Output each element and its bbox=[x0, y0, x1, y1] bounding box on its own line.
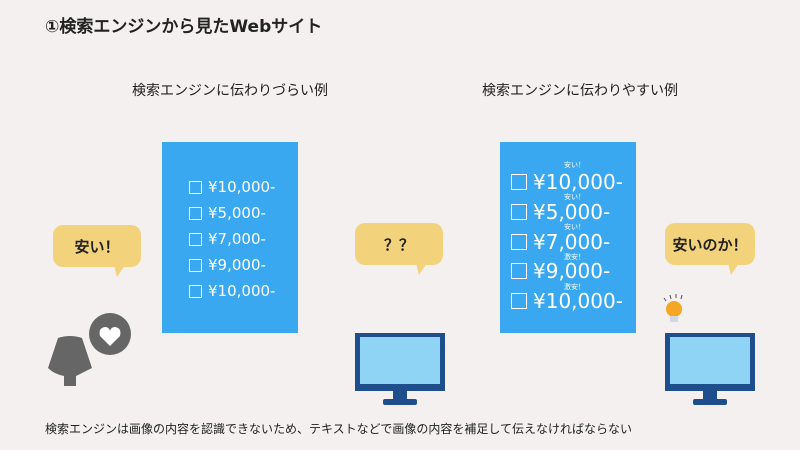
price-label: ¥10,000- bbox=[208, 282, 276, 300]
price-item: ¥7,000- bbox=[511, 230, 610, 254]
price-label: ¥10,000- bbox=[208, 178, 276, 196]
checkbox-icon bbox=[511, 204, 527, 220]
price-label: ¥5,000- bbox=[533, 200, 611, 224]
price-item: ¥10,000- bbox=[511, 170, 623, 194]
lightbulb-icon bbox=[663, 294, 683, 322]
checkbox-icon bbox=[189, 180, 202, 194]
engine-understood-bubble: 安いのか！ bbox=[665, 223, 755, 275]
price-item: ¥10,000- bbox=[189, 178, 275, 196]
price-label: ¥7,000- bbox=[533, 230, 611, 254]
checkbox-icon bbox=[511, 293, 527, 309]
computer-monitor-icon bbox=[665, 333, 755, 405]
checkbox-icon bbox=[189, 206, 202, 220]
alt-tag: 安い！ bbox=[564, 223, 585, 231]
checkbox-icon bbox=[189, 258, 202, 272]
price-item: ¥5,000- bbox=[511, 200, 610, 224]
price-label: ¥9,000- bbox=[208, 256, 266, 274]
price-item: ¥10,000- bbox=[511, 289, 623, 313]
left-heading: 検索エンジンに伝わりづらい例 bbox=[132, 83, 328, 99]
price-item: ¥10,000- bbox=[189, 282, 275, 300]
price-label: ¥5,000- bbox=[208, 204, 266, 222]
checkbox-icon bbox=[511, 263, 527, 279]
alt-tag: 安い！ bbox=[564, 161, 585, 169]
price-label: ¥7,000- bbox=[208, 230, 266, 248]
price-item: ¥9,000- bbox=[189, 256, 266, 274]
checkbox-icon bbox=[511, 234, 527, 250]
price-item: ¥5,000- bbox=[189, 204, 266, 222]
alt-tag: 安い！ bbox=[564, 193, 585, 201]
hard-to-read-panel: ¥10,000- ¥5,000- ¥7,000- ¥9,000- ¥10,000… bbox=[162, 142, 298, 333]
price-label: ¥10,000- bbox=[533, 289, 623, 313]
price-item: ¥9,000- bbox=[511, 259, 610, 283]
checkbox-icon bbox=[189, 232, 202, 246]
engine-confused-bubble: ？？ bbox=[355, 223, 443, 275]
easy-to-read-panel: 安い！ ¥10,000- 安い！ ¥5,000- 安い！ ¥7,000- 激安！… bbox=[500, 142, 636, 333]
page-title: ①検索エンジンから見たWebサイト bbox=[45, 17, 323, 37]
price-item: ¥7,000- bbox=[189, 230, 266, 248]
checkbox-icon bbox=[189, 284, 202, 298]
footer-note: 検索エンジンは画像の内容を認識できないため、テキストなどで画像の内容を補足して伝… bbox=[45, 422, 633, 436]
computer-monitor-icon bbox=[355, 333, 445, 405]
person-icon bbox=[48, 313, 131, 386]
alt-tag: 激安！ bbox=[564, 283, 585, 291]
checkbox-icon bbox=[511, 174, 527, 190]
user-speech-bubble: 安い！ bbox=[53, 225, 141, 277]
right-heading: 検索エンジンに伝わりやすい例 bbox=[482, 83, 678, 99]
alt-tag: 激安！ bbox=[564, 253, 585, 261]
price-label: ¥9,000- bbox=[533, 259, 611, 283]
price-label: ¥10,000- bbox=[533, 170, 623, 194]
